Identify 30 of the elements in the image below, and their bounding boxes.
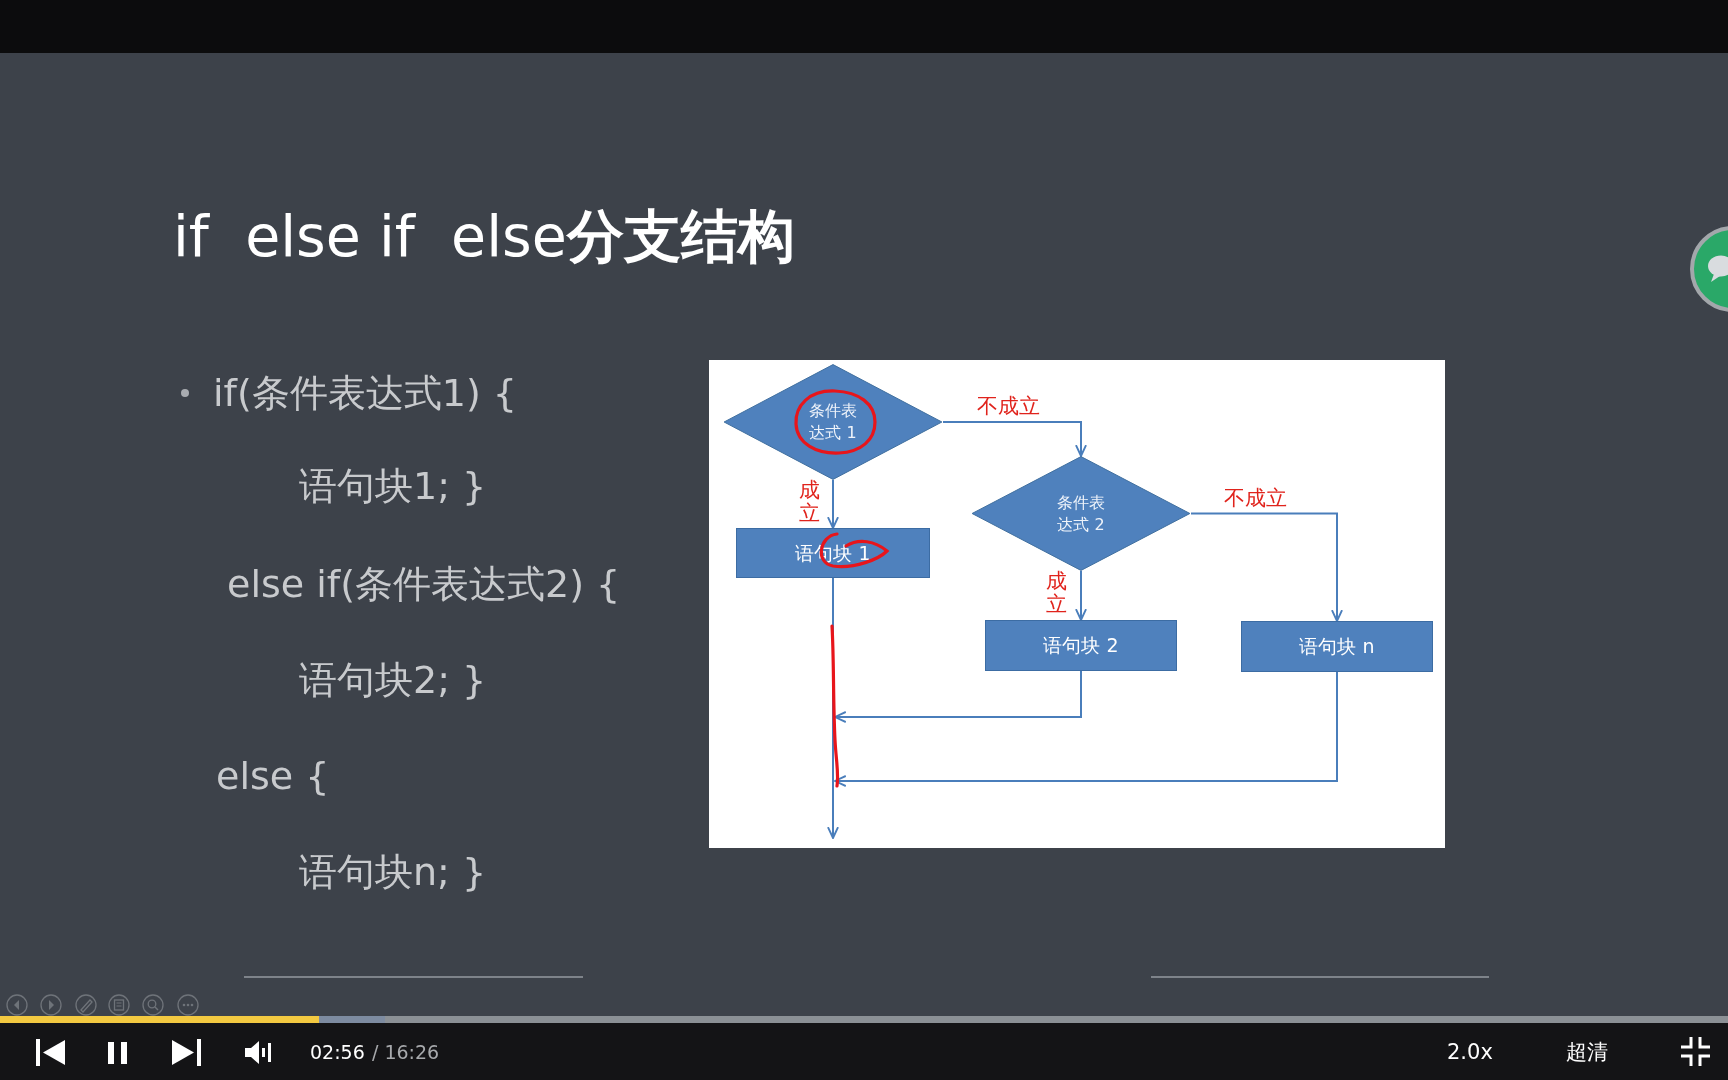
video-quality: 超清 bbox=[1566, 1042, 1608, 1063]
process-box bbox=[985, 620, 1177, 671]
code-line: else { bbox=[216, 757, 330, 795]
process-box bbox=[736, 528, 930, 578]
connector-arrow bbox=[827, 479, 839, 529]
decision-diamond bbox=[971, 456, 1191, 571]
slide-title: if else if else分支结构 bbox=[173, 208, 795, 265]
playback-speed: 2.0x bbox=[1447, 1042, 1493, 1063]
connector-arrow bbox=[834, 670, 1082, 723]
condition-text: 条件表达式 1 bbox=[808, 400, 858, 444]
code-line: 语句块1; } bbox=[299, 467, 487, 505]
step-text: 语句块 2 bbox=[1043, 636, 1119, 655]
connector-arrow bbox=[834, 671, 1338, 787]
edge-label: 成立 bbox=[799, 479, 820, 526]
connector-arrow bbox=[1075, 570, 1087, 621]
total-time: / 16:26 bbox=[372, 1043, 440, 1062]
code-line: 语句块n; } bbox=[299, 853, 487, 891]
edge-label: 成立 bbox=[1046, 570, 1067, 617]
code-line: else if(条件表达式2) { bbox=[227, 565, 621, 603]
decision-diamond bbox=[723, 364, 943, 480]
code-line: 语句块2; } bbox=[299, 661, 487, 699]
process-box bbox=[1241, 621, 1433, 672]
edge-label: 不成立 bbox=[977, 395, 1040, 419]
condition-text: 条件表达式 2 bbox=[1056, 491, 1106, 536]
current-time: 02:56 bbox=[310, 1043, 365, 1062]
connector-arrow bbox=[1190, 512, 1343, 622]
step-text: 语句块 n bbox=[1299, 637, 1375, 656]
code-line: if(条件表达式1) { bbox=[213, 374, 518, 412]
connector-arrow bbox=[942, 421, 1087, 457]
edge-label: 不成立 bbox=[1224, 487, 1287, 511]
